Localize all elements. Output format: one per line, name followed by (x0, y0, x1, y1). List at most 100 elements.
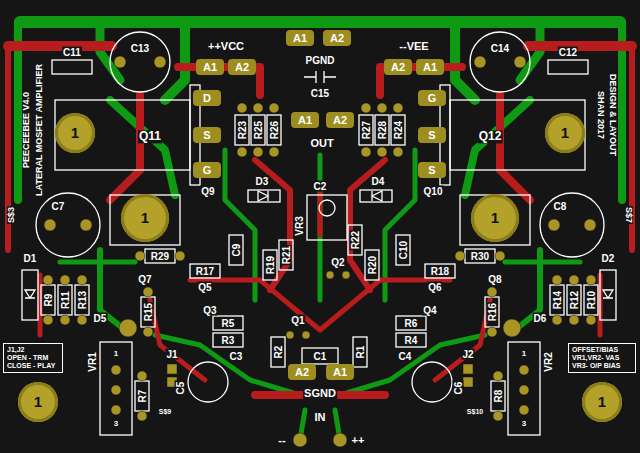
component-outline (52, 60, 92, 74)
solder-pad: A1 (291, 112, 319, 128)
component-outline (100, 342, 132, 435)
silkscreen-label: VR2 (543, 351, 554, 372)
silkscreen-label: R20 (367, 255, 378, 275)
silkscreen-label: R6 (404, 318, 419, 329)
silkscreen-label: C4 (398, 351, 413, 362)
silkscreen-label: ++ (351, 434, 366, 446)
component-outline (540, 193, 604, 257)
solder-pad (474, 56, 486, 68)
mounting-hole: 1 (55, 113, 95, 153)
silkscreen-label: C2 (313, 181, 328, 192)
solder-pad: D (193, 90, 221, 106)
silkscreen-label: R3 (221, 335, 236, 346)
pad-label: S (203, 129, 210, 142)
silkscreen-label: Q8 (487, 274, 502, 285)
component-outline (360, 190, 392, 202)
component-outline (603, 290, 613, 298)
silkscreen-label: S$10 (466, 408, 484, 416)
pad-label: S (428, 129, 435, 142)
silkscreen-label: OUT (309, 137, 334, 149)
mounting-hole: 1 (18, 382, 58, 422)
solder-pad: G (418, 90, 446, 106)
pad-label: A2 (333, 114, 347, 127)
component-outline (550, 285, 564, 315)
solder-pad (167, 364, 177, 374)
silkscreen-label: R2 (273, 345, 284, 360)
pad-label: A2 (391, 61, 405, 74)
solder-pad (43, 56, 596, 447)
silkscreen-label: 3 (521, 420, 527, 429)
silkscreen-label: C14 (490, 43, 510, 54)
component-outline (359, 115, 373, 145)
solder-pad (269, 147, 279, 157)
pad-label: A1 (423, 61, 437, 74)
silkscreen-label: R10 (586, 290, 597, 310)
component-outline (450, 100, 585, 170)
solder-pad (548, 219, 560, 231)
component-outline (110, 32, 170, 92)
bottom-copper (60, 260, 135, 265)
silkscreen-label: C6 (453, 381, 464, 396)
solder-pad (361, 103, 371, 113)
solder-pad (60, 275, 70, 285)
mounting-hole: 1 (121, 194, 169, 242)
component-outline (22, 32, 616, 435)
silkscreen-label: R12 (569, 290, 580, 310)
component-outline (396, 316, 426, 330)
pad-label: A1 (333, 366, 347, 379)
silkscreen-label: Q5 (197, 282, 212, 293)
silkscreen-label: R16 (487, 302, 498, 322)
top-copper (8, 41, 112, 51)
note-text: CLOSE - PLAY (7, 362, 55, 370)
solder-pad (586, 315, 596, 325)
component-outline (465, 249, 495, 263)
note-text: J1,J2 (7, 346, 25, 354)
silkscreen-label: Q2 (330, 257, 345, 268)
top-copper (528, 41, 632, 51)
silkscreen-label: Q1 (290, 315, 305, 326)
silkscreen-label: R11 (60, 290, 71, 310)
solder-pad (143, 327, 153, 337)
silkscreen-label: VR1 (87, 351, 98, 372)
solder-pad (487, 287, 497, 297)
solder-pad (552, 275, 562, 285)
silkscreen-label: S$3 (7, 206, 17, 224)
solder-pad (569, 315, 579, 325)
bottom-copper (520, 28, 540, 80)
silkscreen-label: C3 (229, 351, 244, 362)
pad-label: A1 (298, 114, 312, 127)
solder-pad (519, 385, 529, 395)
mounting-hole: 1 (471, 194, 519, 242)
silkscreen-label: Q3 (202, 305, 217, 316)
top-copper (150, 300, 205, 380)
component-outline (36, 193, 100, 257)
component-outline (279, 240, 293, 270)
solder-pad: A1 (286, 30, 314, 46)
silkscreen-label: R30 (470, 251, 490, 262)
solder-pad (342, 271, 350, 279)
silkscreen-label: R4 (404, 335, 419, 346)
pad-label: G (203, 164, 212, 177)
silkscreen-label: VR3 (294, 215, 305, 236)
component-outline (584, 285, 598, 315)
silkscreen-label: PEECEEBEE V4.0 (22, 91, 32, 169)
silkscreen-label: R25 (253, 120, 264, 140)
silkscreen-label: R14 (552, 290, 563, 310)
solder-pad (586, 275, 596, 285)
solder-pad (114, 56, 126, 68)
solder-pad (143, 287, 153, 297)
component-outline (145, 249, 175, 263)
component-outline (135, 381, 149, 411)
pad-label: 1 (34, 393, 42, 410)
silkscreen-label: Q7 (137, 274, 152, 285)
silkscreen-label: LATERAL MOSFET AMPLIFIER (35, 63, 45, 197)
solder-pad (44, 219, 56, 231)
silkscreen-label: D2 (601, 253, 616, 264)
component-outline (365, 250, 379, 280)
silkscreen-label: R7 (137, 389, 148, 404)
solder-pad (111, 405, 121, 415)
component-outline (375, 115, 389, 145)
component-outline (319, 200, 335, 216)
solder-pad: S (418, 127, 446, 143)
